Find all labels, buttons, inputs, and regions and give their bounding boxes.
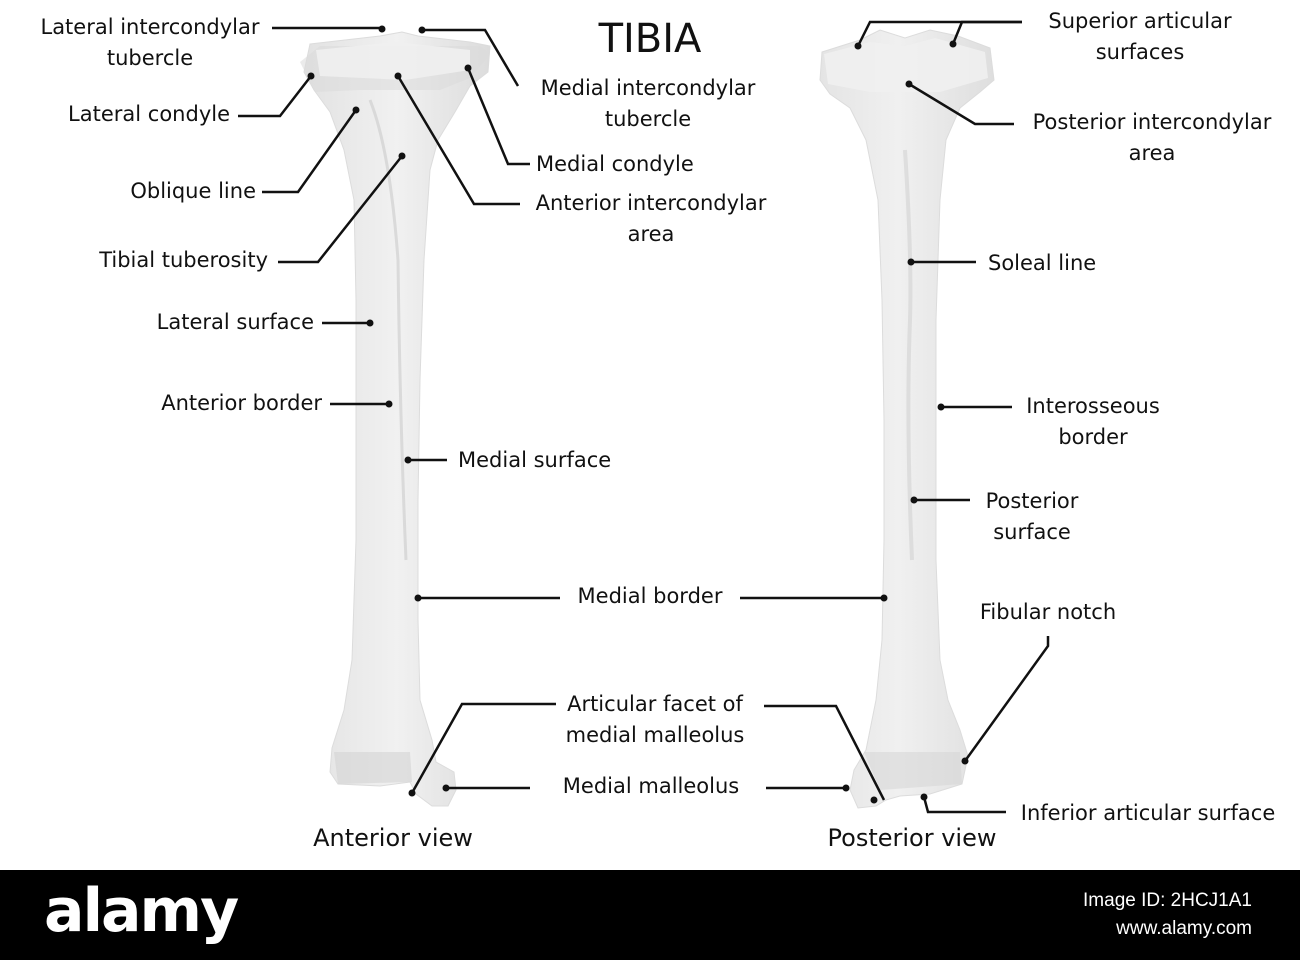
label-line: Interosseous: [1026, 394, 1160, 418]
label-line: Articular facet of: [567, 692, 743, 716]
label-line: Posterior: [985, 489, 1079, 513]
dot-tibial-tuberosity: [398, 152, 406, 160]
label-line: surfaces: [1095, 40, 1185, 64]
label-medial-condyle: Medial condyle: [536, 152, 694, 176]
anterior-tibia-bone: [300, 31, 491, 807]
label-lateral-intercondylar-tubercle: Lateral intercondylar tubercle: [40, 12, 259, 74]
watermark-footer: alamy Image ID: 2HCJ1A1 www.alamy.com: [0, 870, 1300, 960]
label-line: medial malleolus: [565, 723, 745, 747]
leader-inferior-articular-surface: [922, 796, 1006, 814]
leader-lines: [238, 20, 1050, 814]
leader-tibial-tuberosity: [278, 155, 403, 264]
label-medial-intercondylar-tubercle: Medial intercondylar tubercle: [541, 73, 756, 135]
view-caption-anterior: Anterior view: [313, 824, 473, 852]
leader-articular-facet-anterior: [410, 702, 556, 794]
label-inferior-articular-surface: Inferior articular surface: [1020, 801, 1276, 825]
leader-lateral-condyle: [238, 75, 312, 118]
label-superior-articular-surfaces: Superior articular surfaces: [1048, 6, 1231, 68]
label-posterior-intercondylar-area: Posterior intercondylar area: [1033, 107, 1272, 169]
dot-interosseous-border: [937, 403, 945, 411]
dot-soleal-line: [907, 258, 915, 266]
label-line: Medial intercondylar: [540, 76, 756, 100]
label-anterior-intercondylar-area: Anterior intercondylar area: [536, 188, 767, 250]
leader-medial-intercondylar-tubercle: [422, 28, 520, 87]
label-oblique-line: Oblique line: [130, 179, 256, 203]
dot-oblique-line: [352, 106, 360, 114]
label-line: surface: [993, 520, 1071, 544]
label-lateral-surface: Lateral surface: [156, 310, 314, 334]
dot-anterior-intercondylar-area: [394, 72, 402, 80]
dot-posterior-surface: [910, 496, 918, 504]
label-lateral-condyle: Lateral condyle: [68, 102, 230, 126]
posterior-tibia-bone: [819, 29, 995, 809]
label-line: border: [1058, 425, 1128, 449]
dot-medial-malleolus-posterior: [842, 784, 850, 792]
leader-oblique-line: [262, 109, 358, 194]
label-medial-malleolus: Medial malleolus: [562, 774, 740, 798]
dot-superior-articular-right: [949, 40, 957, 48]
label-medial-surface: Medial surface: [458, 448, 612, 472]
diagram-canvas: TIBIA Lateral intercondylar tubercle Med…: [40, 6, 1276, 852]
label-line: tubercle: [604, 107, 692, 131]
dot-fibular-notch: [961, 757, 969, 765]
label-line: Superior articular: [1048, 9, 1232, 33]
label-tibial-tuberosity: Tibial tuberosity: [99, 248, 268, 272]
label-line: Posterior intercondylar: [1032, 110, 1272, 134]
dot-medial-condyle: [464, 64, 472, 72]
dot-medial-malleolus-anterior: [442, 784, 450, 792]
image-id-text: Image ID: 2HCJ1A1: [1083, 890, 1252, 911]
label-line: area: [1128, 141, 1176, 165]
leader-superior-articular-right: [951, 20, 1022, 45]
label-line: area: [627, 222, 675, 246]
label-medial-border: Medial border: [577, 584, 723, 608]
dot-articular-facet-anterior: [408, 789, 416, 797]
dot-articular-facet-posterior: [870, 796, 878, 804]
label-fibular-notch: Fibular notch: [979, 600, 1117, 624]
dot-medial-intercondylar-tubercle: [418, 26, 426, 34]
leader-medial-condyle: [466, 67, 530, 166]
dot-lateral-condyle: [307, 72, 315, 80]
dot-inferior-articular-surface: [920, 793, 928, 801]
label-interosseous-border: Interosseous border: [1026, 391, 1160, 453]
leader-posterior-intercondylar-area: [908, 82, 1014, 126]
label-anterior-border: Anterior border: [161, 391, 322, 415]
leader-fibular-notch: [963, 636, 1050, 762]
diagram-title: TIBIA: [598, 16, 702, 62]
dot-superior-articular-left: [854, 42, 862, 50]
leader-articular-facet-posterior: [764, 704, 886, 801]
dot-medial-border-posterior: [880, 594, 888, 602]
leader-dots: [307, 25, 969, 804]
dot-lateral-intercondylar-tubercle: [378, 25, 386, 33]
label-line: tubercle: [106, 46, 194, 70]
dot-medial-border-anterior: [414, 594, 422, 602]
dot-posterior-intercondylar-area: [905, 80, 913, 88]
dot-medial-surface: [404, 456, 412, 464]
label-posterior-surface: Posterior surface: [986, 486, 1079, 548]
label-articular-facet: Articular facet of medial malleolus: [566, 689, 745, 751]
site-url-text: www.alamy.com: [1116, 918, 1252, 939]
dot-anterior-border: [385, 400, 393, 408]
label-line: Anterior intercondylar: [535, 191, 767, 215]
label-line: Lateral intercondylar: [40, 15, 260, 39]
tibia-illustration: [238, 20, 1050, 814]
alamy-logo: alamy: [44, 876, 239, 946]
view-caption-posterior: Posterior view: [827, 824, 997, 852]
leader-anterior-intercondylar-area: [396, 75, 520, 206]
label-soleal-line: Soleal line: [988, 251, 1097, 275]
dot-lateral-surface: [366, 319, 374, 327]
